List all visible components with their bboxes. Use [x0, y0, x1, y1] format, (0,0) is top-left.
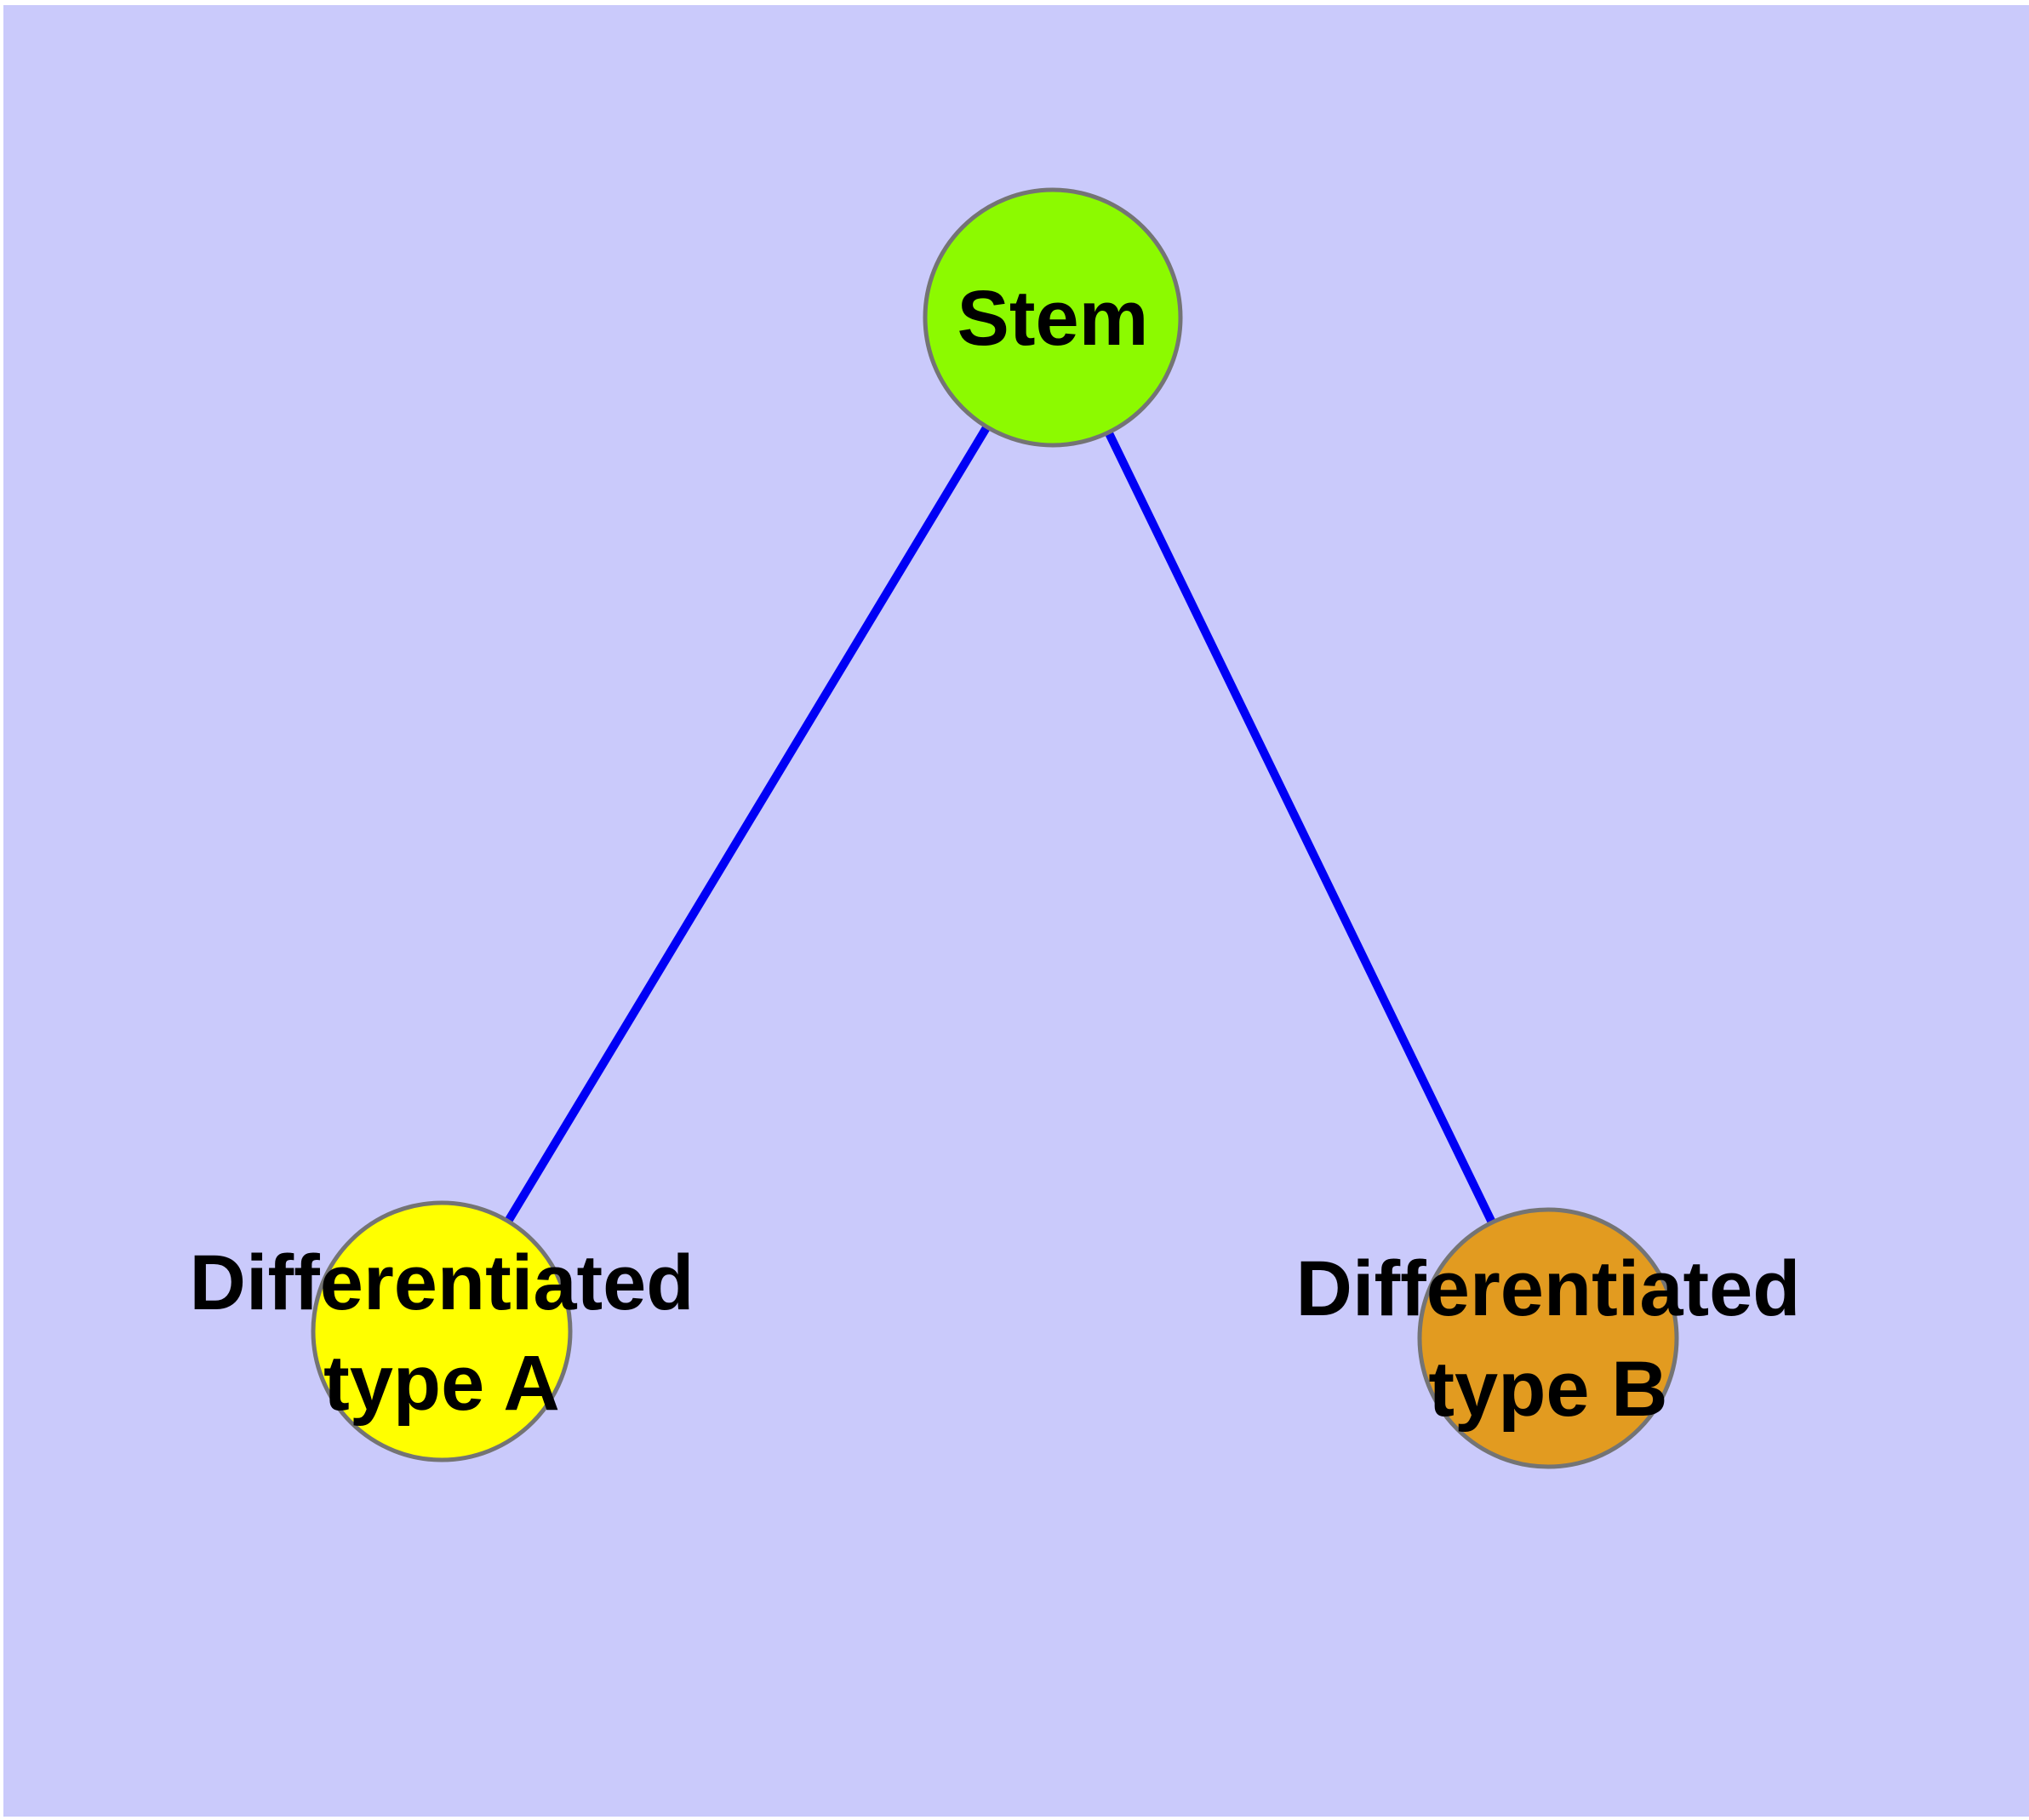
- edge-stem-to-type-a: [437, 315, 1057, 1334]
- edges: [437, 315, 1552, 1341]
- node-stem-label: Stem: [957, 275, 1149, 362]
- edge-stem-to-type-b: [1049, 315, 1552, 1341]
- node-type-b-circle: [1417, 1207, 1679, 1469]
- node-type-a-label-line1: Differentiated: [190, 1239, 694, 1326]
- node-type-b-label-line2: type B: [1428, 1346, 1667, 1433]
- node-type-b-label-line1: Differentiated: [1296, 1245, 1801, 1332]
- node-labels: Stem Differentiated type A Differentiate…: [190, 275, 1801, 1433]
- node-type-a-circle: [311, 1200, 573, 1462]
- node-stem-circle: [923, 187, 1183, 448]
- nodes: [311, 187, 1679, 1469]
- node-type-a-label-line2: type A: [323, 1340, 560, 1427]
